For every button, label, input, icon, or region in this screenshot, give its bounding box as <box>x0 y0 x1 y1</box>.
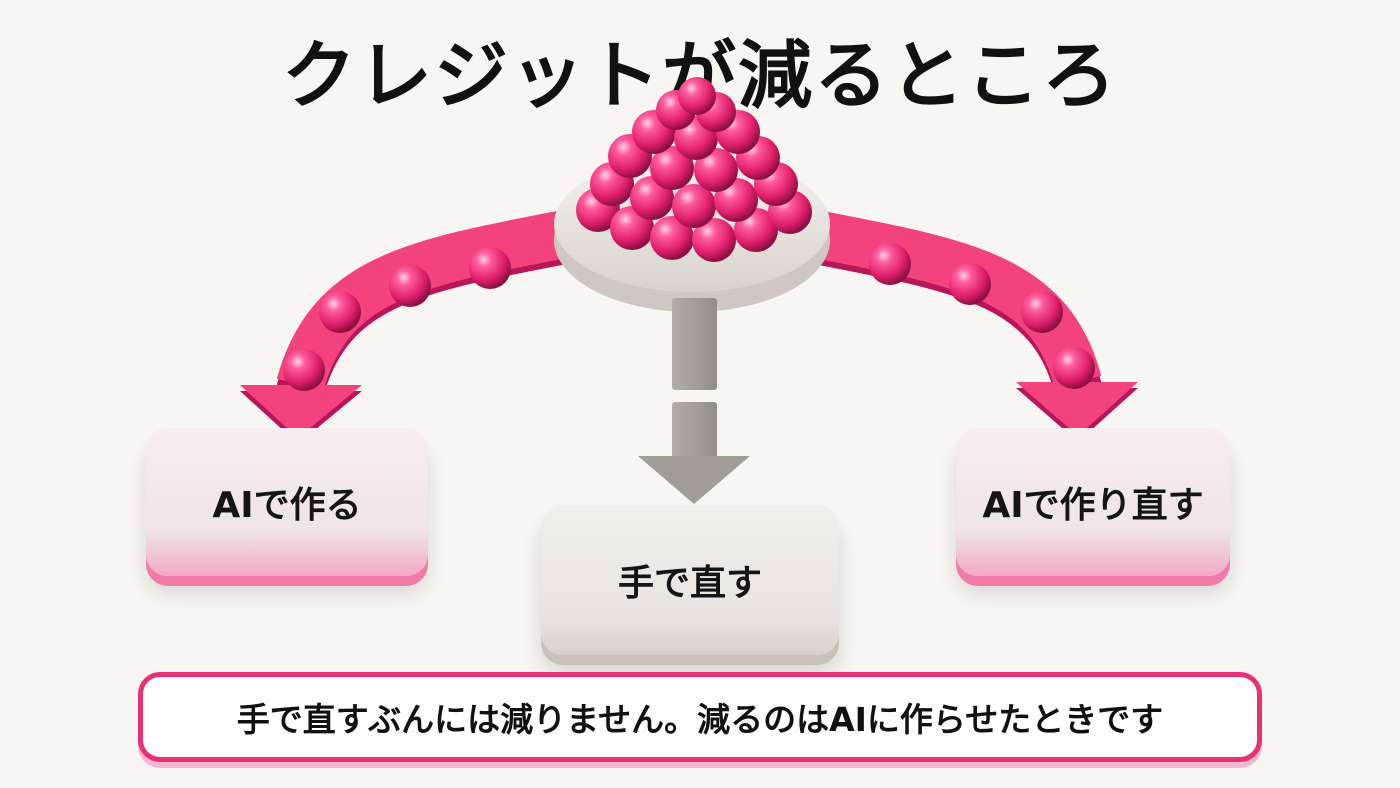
credit-balls-icon <box>576 77 812 262</box>
box-manual-fix-label: 手で直す <box>617 563 762 604</box>
caption-box: 手で直すぶんには減りません。減るのはAIに作らせたときです <box>138 672 1262 762</box>
arrow-balls <box>283 243 1095 391</box>
gray-arrow-down-icon <box>638 298 750 504</box>
caption-text: 手で直すぶんには減りません。減るのはAIに作らせたときです <box>236 700 1164 739</box>
box-ai-create-label: AIで作る <box>212 485 362 526</box>
box-manual-fix: 手で直す <box>541 505 839 655</box>
pink-arrow-left-icon <box>240 208 580 444</box>
box-ai-recreate: AIで作り直す <box>956 428 1230 576</box>
box-ai-recreate-label: AIで作り直す <box>982 485 1204 526</box>
box-ai-create: AIで作る <box>146 428 428 576</box>
